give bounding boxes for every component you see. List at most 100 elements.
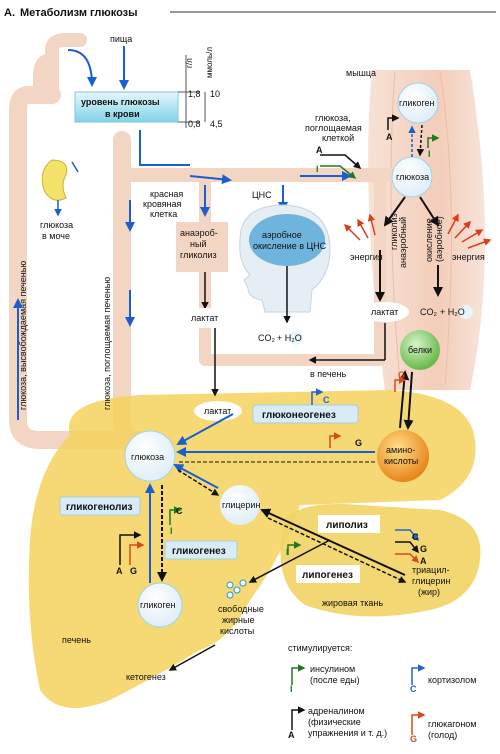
anaerobic-line1: анаэроб-: [180, 228, 218, 238]
legend-insulin-line1: инсулином: [310, 664, 355, 674]
lactate-muscle: лактат: [371, 307, 398, 317]
hormone-C-gs: C: [176, 506, 183, 516]
glycerol-label: глицерин: [222, 500, 260, 510]
triacyl-line2: глицерин: [412, 576, 450, 586]
kidney: глюкоза в моче: [40, 159, 79, 241]
glucose-muscle: глюкоза: [396, 172, 429, 182]
lactate-rbc: лактат: [191, 313, 218, 323]
brain-icon: [249, 214, 325, 266]
aerobic-cns-line2: окисление в ЦНС: [253, 241, 327, 251]
hormone-I-uptake: I: [316, 164, 319, 174]
h2o-cns: + H₂O: [277, 333, 302, 343]
legend-glucagon-line1: глюкагоном: [428, 719, 476, 729]
amino-line1: амино-: [386, 445, 415, 455]
hormone-I-gs: I: [170, 526, 173, 536]
hormone-G-protein: G: [398, 370, 405, 380]
kidney-icon: [41, 159, 68, 201]
legend-insulin-letter: I: [290, 684, 293, 694]
co2-muscle: CO₂: [420, 307, 438, 317]
hormone-A-muscle: A: [386, 132, 393, 142]
level-low-mmol: 4,5: [210, 119, 223, 129]
anaerobic-line2: ный: [190, 239, 206, 249]
ketogenesis-label: кетогенез: [126, 672, 166, 682]
muscle-label: мышца: [346, 68, 376, 78]
lactate-liver: лактат: [204, 406, 231, 416]
level-low-g: 0,8: [188, 119, 201, 129]
marker-muscle-glycogen: A I: [386, 114, 440, 159]
glucose-uptake-line2: поглощаемая: [305, 123, 362, 133]
aerobic-cns-line1: аэробное: [262, 230, 302, 240]
hormone-markers: A I A I G C G A G C I: [116, 114, 440, 576]
lipogenesis-label: липогенез: [302, 570, 353, 581]
glycogenesis-label: гликогенез: [172, 546, 226, 557]
co2-cns: CO₂: [258, 333, 276, 343]
blood-level-line1: уровень глюкозы: [81, 97, 160, 107]
legend-cortisol: C кортизолом: [410, 664, 476, 694]
food-label: пища: [110, 34, 132, 44]
proteins-label: белки: [408, 345, 432, 355]
level-high-g: 1,8: [188, 89, 201, 99]
glycogen-muscle-bubble: [397, 82, 439, 124]
free-fatty-acids-icon: [226, 579, 247, 599]
hormone-A-gl: A: [116, 566, 123, 576]
blood-level-line2: в крови: [105, 109, 140, 119]
adipose-region: жировая ткань: [280, 504, 481, 617]
legend-title: стимулируется:: [288, 643, 352, 653]
legend-adrenaline-line2: (физические: [308, 717, 361, 727]
marker-gluconeogenesis: C G: [311, 388, 362, 448]
marker-lipogenesis: I: [286, 541, 302, 557]
glycogen-liver-bubble: [137, 582, 183, 628]
header: A. Метаболизм глюкозы: [4, 7, 496, 19]
red-blood-cell: красная кровяная клетка анаэроб- ный гли…: [143, 189, 229, 328]
ffa-line3: кислоты: [220, 626, 254, 636]
hormone-G-lip: G: [420, 544, 427, 554]
gluconeogenesis-label: глюконеогенез: [262, 410, 336, 421]
glycerol-bubble: [220, 485, 260, 525]
anaerobic-glycolysis-line2: гликолиз: [389, 213, 399, 250]
legend-glucagon-line2: (голод): [428, 730, 457, 740]
legend-adrenaline: A адреналином (физические упражнения и т…: [288, 706, 387, 740]
triacyl-line3: (жир): [418, 587, 440, 597]
rbc-line2: кровяная: [143, 199, 181, 209]
muscle-internals: гликоген глюкоза, поглощаемая клеткой гл…: [305, 82, 492, 379]
legend-adrenaline-line3: упражнения и т. д.): [308, 728, 387, 738]
legend: стимулируется: I инсулином (после еды) C…: [288, 643, 476, 744]
adipose-label: жировая ткань: [322, 598, 383, 608]
hormone-C-gng: C: [323, 395, 330, 405]
cns-head: ЦНС аэробное окисление в ЦНС CO₂ + H₂O: [239, 190, 331, 345]
ffa-line1: свободные: [218, 604, 264, 614]
oxidation-line1: окисление: [424, 218, 434, 262]
hormone-C-lip: C: [412, 532, 419, 542]
hormone-A-uptake: A: [316, 145, 323, 155]
food-input: пища: [67, 34, 132, 90]
glycogen-liver: гликоген: [140, 600, 175, 610]
energy-left: энергия: [350, 252, 383, 262]
lactate-bubble-muscle: [361, 302, 409, 322]
kidney-urine-line1: глюкоза: [40, 220, 73, 230]
lipolysis-label: липолиз: [326, 520, 368, 531]
lactate-bubble-rbc: [181, 308, 229, 328]
glucose-uptake-line3: клеткой: [322, 133, 354, 143]
amino-line2: кислоты: [384, 456, 418, 466]
glucose-liver-bubble: [124, 430, 176, 482]
glucose-uptake-line1: глюкоза,: [315, 113, 351, 123]
level-high-mmol: 10: [210, 89, 220, 99]
legend-cortisol-letter: C: [410, 684, 417, 694]
anaerobic-line3: гликолиз: [180, 250, 217, 260]
legend-glucagon-letter: G: [410, 734, 417, 744]
anaerobic-glycolysis-line1: анаэробный: [398, 217, 408, 268]
glycogenolysis-label: гликогенолиз: [66, 502, 133, 513]
legend-adrenaline-letter: A: [288, 730, 295, 740]
marker-lipolysis: C G A: [395, 529, 427, 566]
amino-acids-bubble: [377, 430, 429, 482]
energy-right: энергия: [452, 252, 485, 262]
marker-muscle-uptake: A I: [316, 145, 362, 179]
legend-glucagon: G глюкагоном (голод): [410, 711, 476, 744]
liver-internals: глюконеогенез глюкоза амино- кислоты гли…: [59, 370, 450, 682]
oxidation-line2: (аэробное): [434, 216, 444, 262]
legend-insulin: I инсулином (после еды): [290, 664, 360, 694]
unit-mmol: ммоль/л: [205, 47, 214, 78]
legend-cortisol-label: кортизолом: [428, 675, 476, 685]
ffa-line2: жирные: [222, 615, 255, 625]
